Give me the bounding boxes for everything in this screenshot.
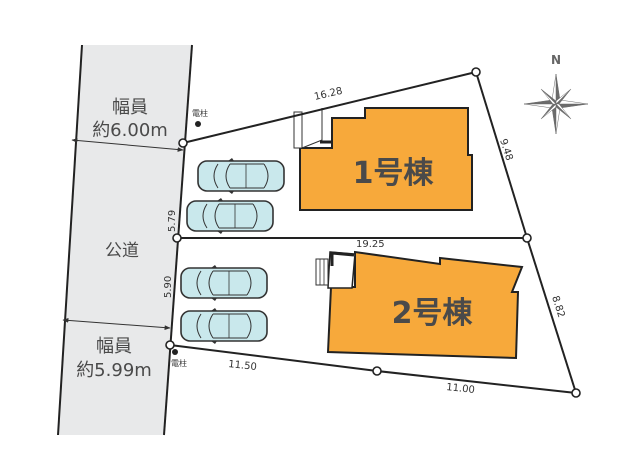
building-2: 2号棟	[315, 250, 524, 360]
dim-shared-boundary: 19.25	[356, 239, 385, 250]
utility-pole-south: 電柱	[171, 349, 187, 368]
compass-north-label: N	[551, 53, 561, 67]
road-width-south-label: 幅員	[96, 336, 132, 357]
utility-pole-label: 電柱	[192, 108, 208, 118]
boundary-markers	[165, 67, 581, 398]
road-width-north-label: 幅員	[112, 97, 148, 118]
parking-car	[186, 197, 274, 235]
road-name: 公道	[105, 241, 139, 261]
dim-lot2-south-west: 11.50	[228, 359, 258, 373]
utility-pole-label: 電柱	[171, 358, 187, 368]
parking-car	[197, 157, 285, 195]
parking-car	[180, 307, 268, 345]
building-1-label: 1号棟	[353, 156, 435, 191]
dim-lot2-frontage: 5.90	[163, 276, 174, 298]
road-width-south-value: 約5.99m	[76, 360, 152, 381]
public-road: 幅員 約6.00m 公道 幅員 約5.99m	[57, 44, 193, 436]
road-width-north-arrow	[71, 138, 184, 152]
building-1: 1号棟	[293, 107, 473, 211]
building-2-label: 2号棟	[392, 296, 474, 331]
dim-lot2-south-east: 11.00	[446, 382, 476, 396]
lot-boundaries	[169, 71, 577, 394]
dim-lot1-frontage: 5.79	[167, 210, 178, 232]
dim-lot1-north: 16.28	[313, 86, 343, 103]
parking-car	[180, 264, 268, 302]
utility-pole-north: 電柱	[192, 108, 208, 127]
road-width-north-value: 約6.00m	[92, 120, 168, 141]
compass-rose-icon: N	[523, 53, 589, 135]
road-width-south-arrow	[62, 318, 171, 330]
